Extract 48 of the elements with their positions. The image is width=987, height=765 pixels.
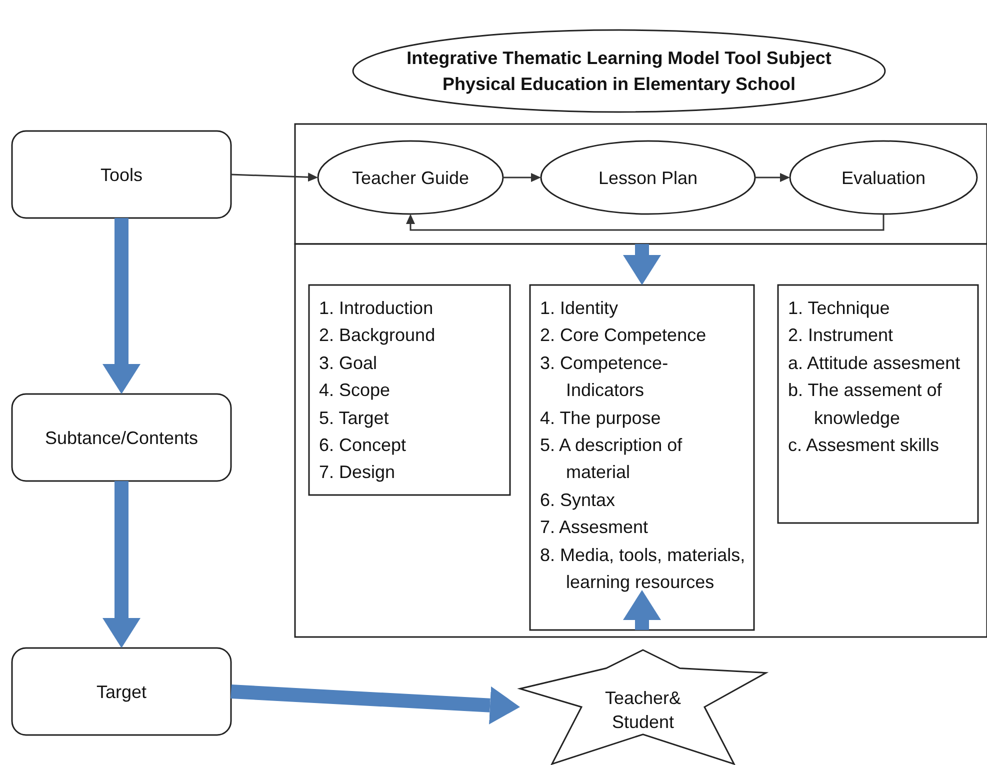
arrow (623, 244, 661, 285)
node-label: Tools (100, 164, 143, 186)
list-item: 2. Background (319, 324, 436, 348)
list-item: 5. A description of material (540, 434, 684, 484)
list-item: 7. Assesment (540, 516, 650, 540)
arrow (503, 173, 541, 182)
list-box (530, 285, 754, 630)
arrow (230, 172, 318, 182)
list-item: 2. Instrument (788, 324, 894, 348)
list-item: 2. Core Competence (540, 324, 708, 348)
arrow (623, 590, 661, 630)
list-item: 4. Scope (319, 379, 392, 402)
list-item: 8. Media, tools, materials, learning resources (540, 544, 746, 594)
arrow (102, 481, 140, 648)
list-item: 6. Syntax (540, 488, 616, 512)
process-box (12, 131, 231, 218)
list-item: 7. Design (319, 461, 396, 484)
arrow (230, 684, 520, 724)
list-item: c. Assesment skills (788, 434, 940, 458)
node-label: Target (96, 680, 147, 704)
ellipse-node (353, 30, 885, 112)
node-label: Evaluation (841, 166, 926, 190)
list-item: 1. Technique (788, 297, 891, 320)
node-label: Lesson Plan (598, 166, 698, 190)
process-box (12, 394, 231, 481)
list-box (778, 285, 978, 523)
panel-frame (295, 124, 987, 244)
list-item: 1. Introduction (319, 297, 434, 320)
list-item: 3. Competence- Indicators (540, 352, 670, 402)
star-node (520, 650, 766, 764)
arrow (755, 173, 790, 182)
list-item: a. Attitude assesment (788, 352, 962, 375)
list-item: 1. Identity (540, 297, 620, 320)
ellipse-node (790, 141, 977, 214)
node-label: Teacher& Student (604, 687, 682, 734)
arrow (102, 218, 140, 394)
list-item: 4. The purpose (540, 406, 662, 430)
ellipse-node (541, 141, 755, 214)
node-label: Subtance/Contents (44, 426, 198, 450)
ellipse-node (318, 141, 503, 214)
list-item: 6. Concept (319, 434, 408, 458)
node-label: Teacher Guide (352, 166, 470, 190)
process-box (12, 648, 231, 735)
arrow (406, 214, 884, 231)
list-item: 3. Goal (319, 352, 378, 375)
list-box (309, 285, 510, 495)
list-item: 5. Target (319, 406, 390, 430)
title-text: Integrative Thematic Learning Model Tool Subject Physical Education in Elementary School (406, 47, 832, 96)
